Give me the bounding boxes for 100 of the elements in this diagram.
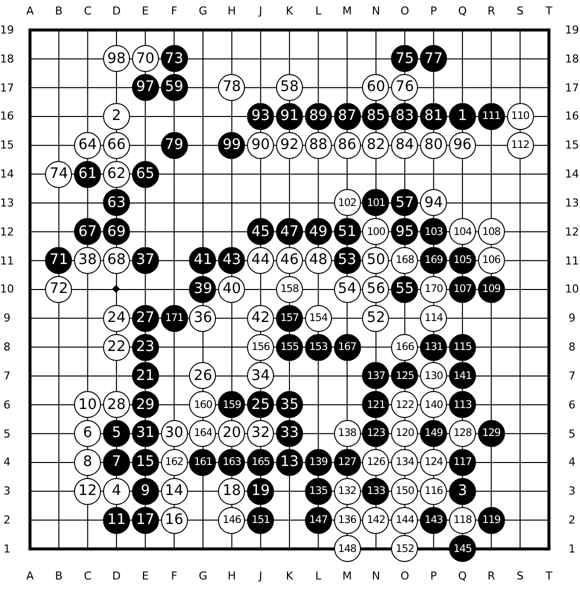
column-label: M [342,570,352,582]
column-label: O [400,570,410,582]
go-stone: 63 [102,189,130,216]
go-stone: 140 [420,391,448,418]
go-stone: 64 [74,132,102,159]
go-stone: 5 [102,420,130,448]
go-stone: 123 [362,420,390,448]
go-stone: 98 [102,45,130,72]
go-stone: 154 [304,304,332,332]
go-stone: 92 [276,132,303,159]
go-stone: 147 [304,506,332,534]
column-label: R [487,570,496,582]
go-stone: 1 [448,102,476,130]
column-label: D [112,570,121,582]
go-stone: 17 [132,506,159,534]
go-stone: 169 [420,247,448,274]
row-label: 12 [565,226,579,238]
go-stone: 139 [304,448,332,476]
go-stone: 141 [448,362,476,390]
column-label: M [342,6,352,16]
go-stone: 113 [448,391,476,418]
row-label: 10 [565,284,579,295]
column-label: R [487,6,496,16]
go-stone: 15 [132,448,159,476]
go-stone: 80 [420,132,448,159]
go-stone: 119 [478,506,505,534]
go-stone: 38 [74,247,102,274]
row-label: 18 [0,53,14,64]
go-stone: 144 [391,506,418,534]
go-stone: 56 [362,276,390,303]
go-stone: 155 [276,334,303,361]
go-stone: 96 [448,132,476,159]
go-stone: 143 [420,506,448,534]
go-stone: 100 [362,218,390,246]
go-stone: 57 [391,189,418,216]
go-stone: 131 [420,334,448,361]
go-stone: 6 [74,420,102,448]
go-stone: 45 [247,218,274,246]
go-stone: 71 [45,247,72,274]
go-stone: 48 [304,247,332,274]
go-stone: 148 [334,535,361,562]
go-stone: 61 [74,160,102,188]
row-label: 5 [568,428,576,440]
go-stone: 32 [247,420,274,448]
row-label: 2 [568,514,576,526]
go-stone: 109 [478,276,505,303]
go-stone: 24 [102,304,130,332]
go-stone: 149 [420,420,448,448]
go-stone: 47 [276,218,303,246]
column-label: H [228,6,236,16]
go-stone: 126 [362,448,390,476]
go-stone: 156 [247,334,274,361]
go-stone: 145 [448,535,476,562]
column-label: J [259,570,262,582]
go-stone: 125 [391,362,418,390]
go-stone: 135 [304,478,332,505]
go-stone: 136 [334,506,361,534]
go-stone: 133 [362,478,390,505]
go-stone: 76 [391,74,418,102]
go-stone: 13 [276,448,303,476]
go-stone: 146 [218,506,246,534]
go-stone: 22 [102,334,130,361]
go-stone: 90 [247,132,274,159]
go-stone: 66 [102,132,130,159]
row-label: 3 [4,486,10,497]
row-label: 14 [565,168,579,180]
column-label: L [315,6,322,16]
go-stone: 152 [391,535,418,562]
column-label: S [516,6,524,16]
go-stone: 10 [74,391,102,418]
row-label: 17 [0,82,14,94]
go-stone: 3 [448,478,476,505]
column-label: K [286,570,294,582]
go-stone: 99 [218,132,246,159]
column-label: F [170,6,178,16]
go-stone: 8 [74,448,102,476]
row-label: 13 [0,197,14,208]
go-stone: 151 [247,506,274,534]
go-stone: 68 [102,247,130,274]
go-stone: 51 [334,218,361,246]
column-label: P [430,570,437,582]
row-label: 13 [565,197,579,208]
go-stone: 42 [247,304,274,332]
column-label: S [516,570,524,582]
go-stone: 37 [132,247,159,274]
go-stone: 36 [189,304,216,332]
row-label: 4 [4,456,10,468]
row-label: 7 [4,370,10,382]
column-label: A [26,570,34,582]
go-stone: 83 [391,102,418,130]
go-stone: 2 [102,102,130,130]
go-stone: 163 [218,448,246,476]
go-stone: 39 [189,276,216,303]
column-label: H [228,570,236,582]
go-stone: 127 [334,448,361,476]
go-stone: 165 [247,448,274,476]
go-stone: 94 [420,189,448,216]
column-label: T [546,570,552,582]
go-stone: 67 [74,218,102,246]
go-stone: 75 [391,45,418,72]
